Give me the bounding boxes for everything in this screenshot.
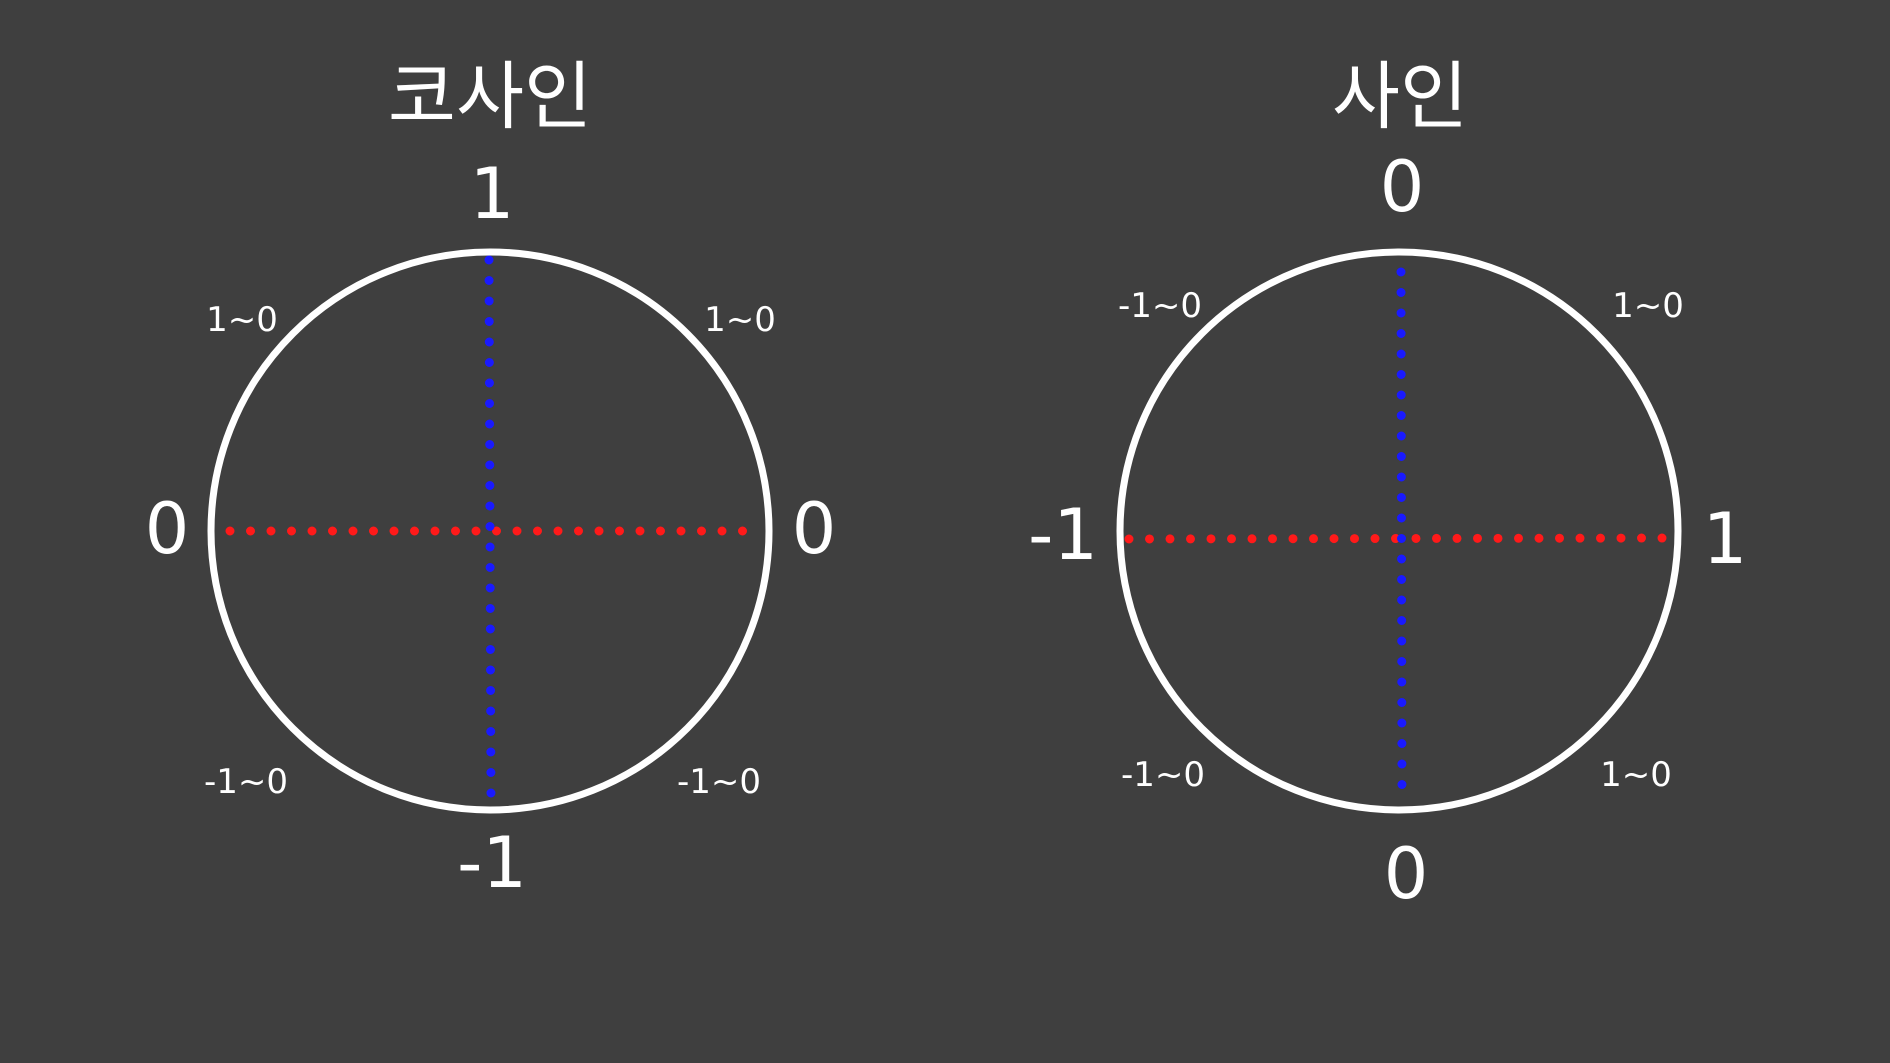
cosine-upper-right-label: 1~0 — [704, 300, 776, 340]
cosine-lower-right-label: -1~0 — [677, 762, 761, 802]
sine-unit-circle — [1116, 248, 1682, 814]
sine-vertical-axis — [1396, 267, 1407, 805]
sine-diagram: 사인 0 0 -1 1 -1~0 1~0 -1~0 1~0 — [1028, 54, 1747, 915]
sine-upper-right-label: 1~0 — [1612, 286, 1684, 326]
cosine-lower-left-label: -1~0 — [204, 762, 288, 802]
cosine-upper-left-label: 1~0 — [206, 300, 278, 340]
cosine-top-label: 1 — [470, 153, 515, 235]
sine-title: 사인 — [1332, 54, 1468, 140]
sine-horizontal-axis — [1124, 533, 1678, 544]
sine-top-label: 0 — [1380, 146, 1425, 228]
sine-lower-left-label: -1~0 — [1121, 755, 1205, 795]
sine-bottom-label: 0 — [1384, 833, 1429, 915]
cosine-vertical-axis — [484, 255, 496, 805]
cosine-title: 코사인 — [388, 54, 592, 140]
cosine-diagram: 코사인 1 -1 0 0 1~0 1~0 -1~0 -1~0 — [145, 54, 837, 904]
cosine-bottom-label: -1 — [457, 822, 527, 904]
sine-upper-left-label: -1~0 — [1118, 286, 1202, 326]
cosine-right-label: 0 — [792, 488, 837, 570]
cosine-left-label: 0 — [145, 488, 190, 570]
cosine-unit-circle — [207, 248, 773, 814]
sine-left-label: -1 — [1028, 494, 1098, 576]
sine-right-label: 1 — [1703, 498, 1748, 580]
sine-lower-right-label: 1~0 — [1600, 755, 1672, 795]
